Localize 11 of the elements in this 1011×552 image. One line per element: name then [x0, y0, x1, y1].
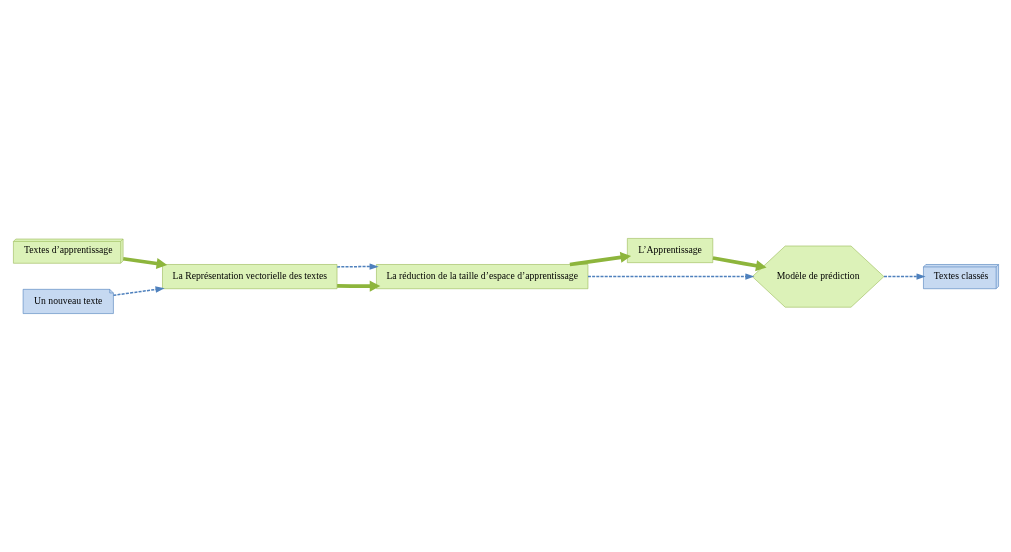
node-box: La Représentation vectorielle des textes — [161, 264, 337, 290]
arrow — [112, 286, 165, 297]
arrow — [569, 251, 631, 267]
arrow — [882, 273, 926, 280]
arrow — [335, 263, 379, 270]
arrow — [336, 280, 380, 292]
arrow — [586, 273, 754, 280]
node-box: La réduction de la taille d’espace d’apprentissage — [375, 264, 588, 290]
arrow — [712, 256, 767, 272]
node-box: L’Apprentissage — [626, 238, 713, 263]
arrow — [122, 257, 167, 270]
